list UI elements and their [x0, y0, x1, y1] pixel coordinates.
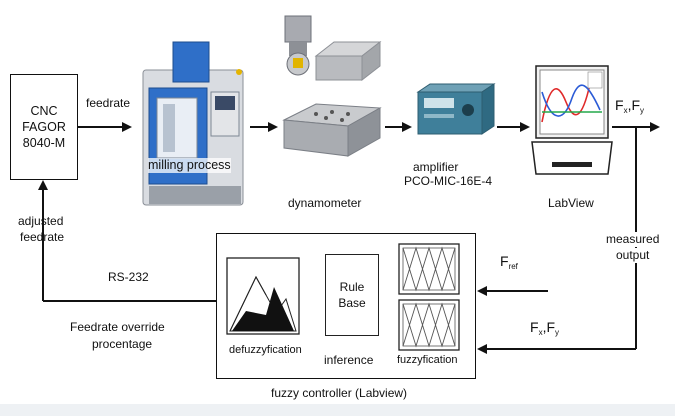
feedback-F: F [530, 319, 539, 335]
feedback-x-sub: x [538, 328, 543, 337]
defuzzyfication-label: defuzzyfication [229, 344, 302, 356]
fuzzy-controller-caption: fuzzy controller (Labview) [271, 386, 408, 400]
milling-process-label: milling process [148, 158, 231, 173]
cnc-controller-box: CNC FAGOR 8040-M [10, 74, 78, 180]
cutting-tool-icon [284, 15, 312, 76]
adjusted-label-line2: feedrate [20, 230, 65, 244]
override-label-line2: procentage [92, 337, 153, 351]
force-x-sub: x [623, 106, 628, 115]
rule-base-box: Rule Base [325, 254, 379, 336]
fuzzyfication-icon [398, 243, 460, 351]
workpiece-icon [314, 40, 382, 82]
dynamometer-icon [282, 103, 382, 157]
dynamometer-label: dynamometer [288, 196, 362, 210]
inference-label: inference [324, 353, 374, 367]
force-y-sub: y [640, 106, 645, 115]
feedback-force-label: Fx,Fy [530, 319, 560, 338]
force-sep: ,F [627, 97, 641, 113]
defuzzyfication-icon [226, 257, 300, 335]
milling-machine-icon [142, 41, 244, 206]
cnc-line3: 8040-M [22, 136, 66, 150]
fref-F: F [500, 253, 509, 269]
feedback-sep: ,F [542, 319, 556, 335]
cnc-line1: CNC [30, 104, 58, 118]
output-force-label: Fx,Fy [615, 97, 645, 116]
amplifier-label-line2: PCO-MIC-16E-4 [404, 174, 493, 188]
amplifier-label-line1: amplifier [413, 160, 459, 174]
fref-sub: ref [508, 262, 518, 271]
labview-label: LabView [548, 196, 594, 210]
rs232-label: RS-232 [108, 270, 149, 284]
adjusted-label-line1: adjusted [18, 214, 64, 228]
fuzzyfication-label: fuzzyfication [397, 354, 458, 366]
measured-label-line2: output [614, 248, 652, 263]
override-label-line1: Feedrate override [70, 320, 165, 334]
cnc-line2: FAGOR [22, 120, 66, 134]
feedrate-label: feedrate [86, 96, 131, 110]
fref-label: Fref [500, 253, 518, 272]
measured-label-line1: measured [604, 232, 662, 247]
rule-line2: Base [338, 296, 366, 310]
amplifier-icon [416, 83, 496, 135]
feedback-y-sub: y [555, 328, 560, 337]
bottom-strip [0, 404, 675, 416]
laptop-icon [531, 65, 613, 175]
rule-line1: Rule [339, 280, 365, 294]
force-F: F [615, 97, 624, 113]
